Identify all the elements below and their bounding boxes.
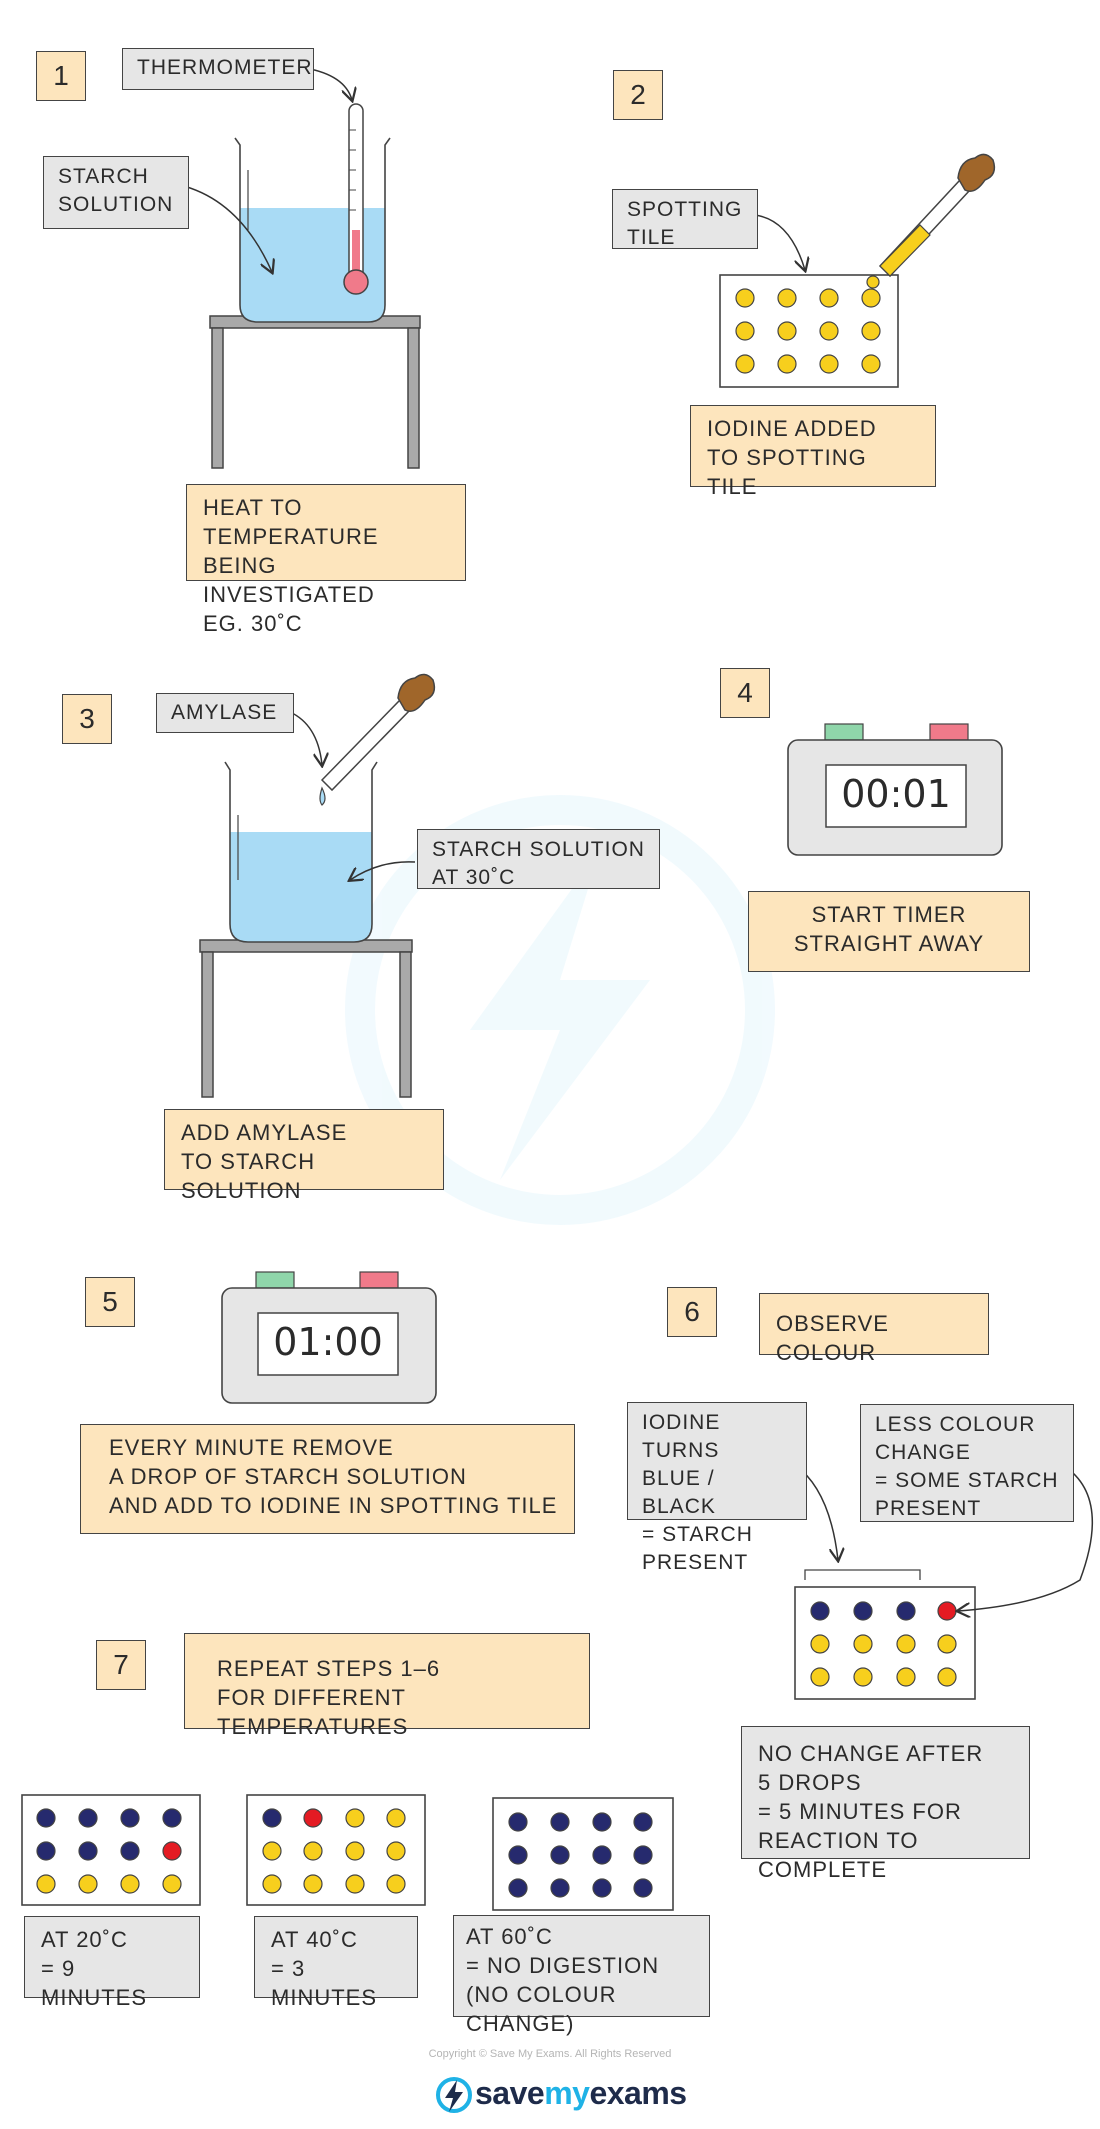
step3-number: 3 [62, 694, 112, 744]
step2-pipette-icon [866, 153, 996, 289]
step5-number: 5 [85, 1277, 135, 1327]
step7-tile-20c [21, 1794, 201, 1906]
save-my-exams-logo: savemyexams [435, 2070, 687, 2120]
step4-timer-display: 00:01 [841, 772, 951, 816]
step1-caption: HEAT TO TEMPERATURE BEING INVESTIGATED E… [186, 484, 466, 636]
step2-number: 2 [613, 70, 663, 120]
watermark-logo [345, 795, 775, 1225]
lightning-logo-icon [436, 2077, 472, 2113]
result-40c: AT 40˚C = 3 MINUTES [254, 1916, 418, 2010]
result-60c: AT 60˚C = NO DIGESTION (NO COLOUR CHANGE… [453, 1915, 710, 2036]
step2-spotting-tile [719, 274, 899, 388]
logo-my: my [544, 2075, 590, 2111]
logo-exams: exams [589, 2075, 687, 2111]
less-colour-change-tag: LESS COLOUR CHANGE = SOME STARCH PRESENT [860, 1404, 1074, 1522]
step6-caption: OBSERVE COLOUR [759, 1293, 989, 1365]
step6-spotting-tile [794, 1569, 976, 1700]
step5-timer-icon [221, 1271, 437, 1404]
step3-pipette-icon [319, 673, 436, 806]
blue-black-starch-tag: IODINE TURNS BLUE / BLACK = STARCH PRESE… [627, 1402, 807, 1574]
step1-stand [209, 315, 421, 469]
thermometer-tag: THERMOMETER [122, 48, 314, 90]
thermometer-icon [343, 103, 369, 295]
starch-solution-30c-tag: STARCH SOLUTION AT 30˚C [417, 829, 660, 889]
logo-save: save [475, 2075, 545, 2111]
step3-stand [199, 939, 413, 1098]
amylase-tag: AMYLASE [156, 693, 294, 733]
starch-solution-tag: STARCH SOLUTION [43, 156, 189, 229]
copyright-text: Copyright © Save My Exams. All Rights Re… [428, 2048, 672, 2060]
step5-caption: EVERY MINUTE REMOVE A DROP OF STARCH SOL… [80, 1424, 575, 1534]
step1-beaker [234, 137, 391, 323]
step6-result: NO CHANGE AFTER 5 DROPS = 5 MINUTES FOR … [741, 1726, 1030, 1882]
step2-caption: IODINE ADDED TO SPOTTING TILE [690, 405, 936, 499]
spotting-tile-tag: SPOTTING TILE [612, 189, 758, 249]
step4-timer-icon [787, 723, 1003, 856]
step4-caption: START TIMER STRAIGHT AWAY [748, 891, 1030, 972]
step3-caption: ADD AMYLASE TO STARCH SOLUTION [164, 1109, 444, 1203]
logo-wordmark: savemyexams [475, 2075, 687, 2112]
step7-tile-40c [246, 1794, 426, 1906]
step1-number: 1 [36, 51, 86, 101]
step4-number: 4 [720, 668, 770, 718]
step5-timer-display: 01:00 [273, 1320, 383, 1364]
step3-beaker [224, 761, 378, 943]
step7-tile-60c [492, 1797, 674, 1911]
step7-caption: REPEAT STEPS 1–6 FOR DIFFERENT TEMPERATU… [184, 1633, 590, 1739]
step7-number: 7 [96, 1640, 146, 1690]
result-20c: AT 20˚C = 9 MINUTES [24, 1916, 200, 2010]
step6-number: 6 [667, 1287, 717, 1337]
